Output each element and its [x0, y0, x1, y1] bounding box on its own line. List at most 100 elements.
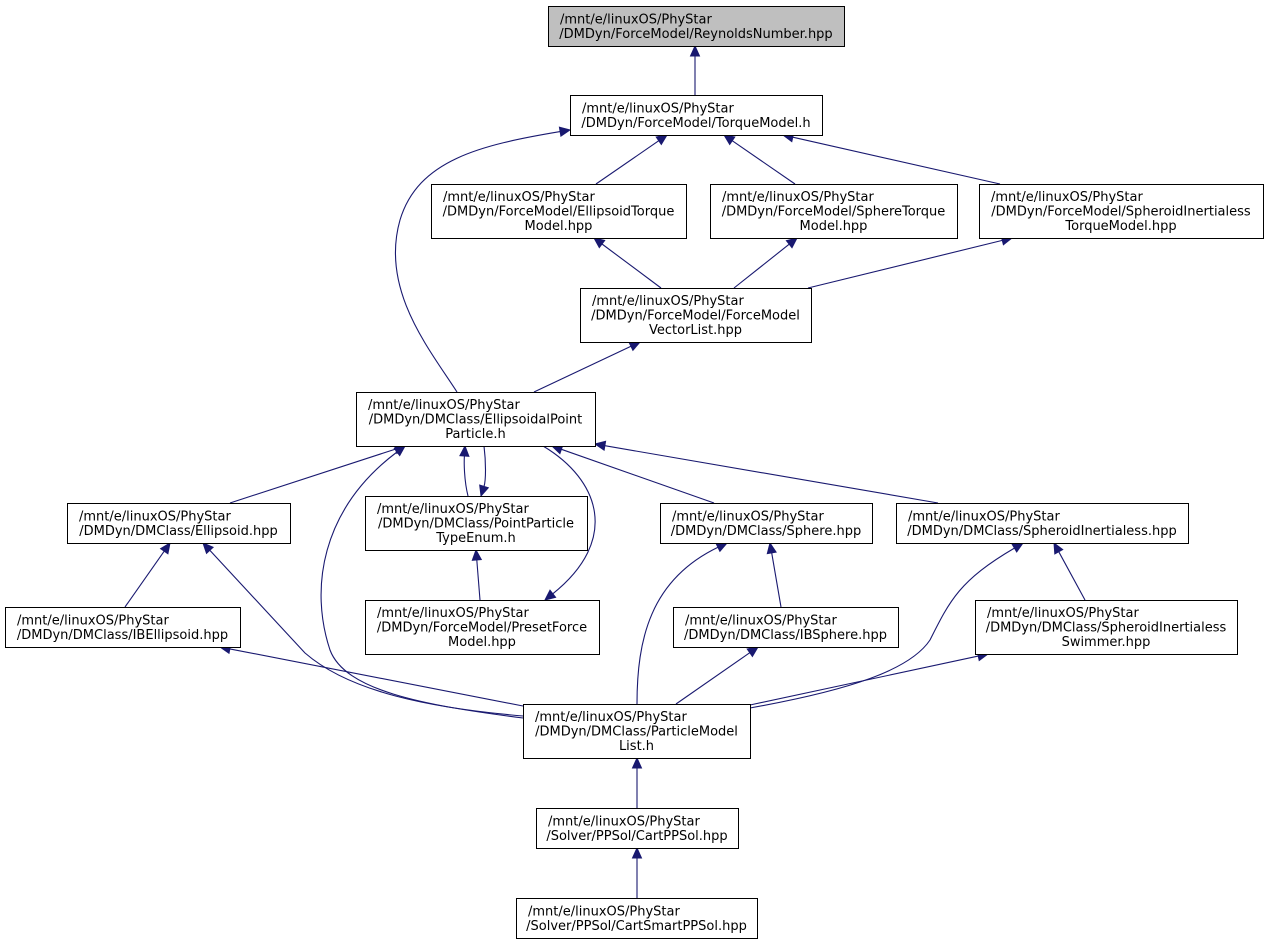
node-label-line: Swimmer.hpp	[1062, 635, 1151, 650]
node-label-line: TypeEnum.h	[435, 531, 516, 546]
node-box[interactable]	[5, 607, 241, 648]
node-label-line: /mnt/e/linuxOS/PhyStar	[991, 190, 1143, 205]
edge-line	[209, 549, 524, 717]
node-box[interactable]	[673, 607, 899, 648]
node-ellipsoidal[interactable]: /mnt/e/linuxOS/PhyStar/DMDyn/DMClass/Ell…	[356, 392, 596, 447]
node-ibellipsoid[interactable]: /mnt/e/linuxOS/PhyStar/DMDyn/DMClass/IBE…	[5, 607, 241, 648]
edge-cartsmart-to-cartppsol	[631, 846, 643, 898]
node-label-line: /Solver/PPSol/CartSmartPPSol.hpp	[526, 919, 747, 934]
node-ibsphere[interactable]: /mnt/e/linuxOS/PhyStar/DMDyn/DMClass/IBS…	[673, 607, 899, 648]
edge-ellipsoidal-to-presetforce	[542, 445, 596, 601]
node-label-line: /mnt/e/linuxOS/PhyStar	[443, 190, 595, 205]
edge-line	[533, 345, 632, 393]
node-label-line: /DMDyn/ForceModel/ReynoldsNumber.hpp	[559, 27, 832, 42]
node-label-line: /DMDyn/DMClass/IBSphere.hpp	[684, 628, 887, 643]
node-box[interactable]	[365, 600, 600, 655]
node-label-line: /DMDyn/DMClass/PointParticle	[378, 517, 574, 532]
node-cartsmart[interactable]: /mnt/e/linuxOS/PhyStar/Solver/PPSol/Cart…	[516, 898, 758, 939]
node-label-line: /mnt/e/linuxOS/PhyStar	[377, 606, 529, 621]
node-label-line: /DMDyn/DMClass/Sphere.hpp	[671, 524, 861, 539]
node-box[interactable]	[431, 184, 687, 239]
edge-spheroid-to-ellipsoidal	[593, 440, 939, 504]
node-label-line: Model.hpp	[525, 219, 593, 234]
node-box[interactable]	[660, 503, 873, 544]
node-spheretorque[interactable]: /mnt/e/linuxOS/PhyStar/DMDyn/ForceModel/…	[710, 184, 958, 239]
node-box[interactable]	[570, 95, 823, 136]
edge-particlelist-to-ibsphere	[675, 646, 759, 705]
node-cartppsol[interactable]: /mnt/e/linuxOS/PhyStar/Solver/PPSol/Cart…	[536, 808, 739, 849]
edge-line	[229, 448, 396, 504]
node-box[interactable]	[580, 288, 812, 343]
node-box[interactable]	[975, 600, 1238, 655]
edge-line	[636, 546, 719, 705]
arrow-head	[631, 846, 643, 859]
node-label-line: /mnt/e/linuxOS/PhyStar	[528, 904, 680, 919]
node-label-line: TorqueModel.hpp	[1064, 219, 1176, 234]
edge-spheroidswimmer-to-spheroid	[1053, 541, 1086, 601]
node-spheroidswimmer[interactable]: /mnt/e/linuxOS/PhyStar/DMDyn/DMClass/Sph…	[975, 600, 1238, 655]
node-forcevector[interactable]: /mnt/e/linuxOS/PhyStar/DMDyn/ForceModel/…	[580, 288, 812, 343]
node-box[interactable]	[365, 496, 588, 551]
node-label-line: /DMDyn/DMClass/ParticleModel	[535, 725, 738, 740]
node-box[interactable]	[548, 6, 845, 47]
node-box[interactable]	[710, 184, 958, 239]
arrow-head	[655, 134, 669, 146]
edge-ibellipsoid-to-ellipsoid	[124, 541, 171, 608]
node-label-line: /mnt/e/linuxOS/PhyStar	[908, 509, 1060, 524]
node-box[interactable]	[67, 503, 291, 544]
node-label-line: Model.hpp	[448, 635, 516, 650]
edge-forcevector-to-spheretorque	[733, 237, 798, 289]
node-label-line: /DMDyn/DMClass/SpheroidInertialess	[986, 621, 1227, 636]
node-presetforce[interactable]: /mnt/e/linuxOS/PhyStar/DMDyn/ForceModel/…	[365, 600, 600, 655]
node-spheroid[interactable]: /mnt/e/linuxOS/PhyStar/DMDyn/DMClass/Sph…	[896, 503, 1189, 544]
node-particlelist[interactable]: /mnt/e/linuxOS/PhyStar/DMDyn/DMClass/Par…	[523, 704, 751, 759]
arrow-head	[471, 548, 483, 561]
arrow-head	[766, 541, 777, 555]
node-label-line: Model.hpp	[800, 219, 868, 234]
node-label-line: /mnt/e/linuxOS/PhyStar	[368, 398, 520, 413]
node-box[interactable]	[536, 808, 739, 849]
node-label-line: /mnt/e/linuxOS/PhyStar	[377, 502, 529, 517]
edge-forcevector-to-spheroidtorque	[807, 235, 1014, 289]
arrow-head	[746, 646, 759, 658]
edge-ellipsoidal-to-torquemodel	[394, 126, 572, 393]
node-label-line: /DMDyn/DMClass/IBEllipsoid.hpp	[17, 628, 228, 643]
arrow-head	[593, 237, 606, 249]
arrow-head	[479, 484, 490, 498]
edge-line	[771, 552, 782, 608]
edge-line	[807, 239, 1003, 289]
node-pointtype[interactable]: /mnt/e/linuxOS/PhyStar/DMDyn/DMClass/Poi…	[365, 496, 588, 551]
edge-particlelist-to-ellipsoidal	[320, 445, 524, 719]
node-ellipsoid[interactable]: /mnt/e/linuxOS/PhyStar/DMDyn/DMClass/Ell…	[67, 503, 291, 544]
edge-line	[483, 445, 487, 487]
edge-pointtype-to-ellipsoidal	[459, 444, 470, 497]
arrow-head	[722, 134, 736, 146]
node-reynolds[interactable]: /mnt/e/linuxOS/PhyStar/DMDyn/ForceModel/…	[548, 6, 845, 47]
edge-ellipsoidal-to-forcevector	[533, 341, 642, 393]
node-box[interactable]	[523, 704, 751, 759]
edge-layer	[124, 44, 1086, 898]
edge-line	[749, 655, 979, 706]
arrow-head	[593, 440, 607, 451]
node-box[interactable]	[979, 184, 1264, 239]
edge-cartppsol-to-particlelist	[631, 756, 643, 808]
node-label-line: List.h	[619, 739, 654, 754]
edge-particlelist-to-ellipsoid	[202, 542, 524, 717]
node-label-line: /DMDyn/DMClass/Ellipsoid.hpp	[79, 524, 278, 539]
node-torquemodel[interactable]: /mnt/e/linuxOS/PhyStar/DMDyn/ForceModel/…	[570, 95, 823, 136]
node-label-line: /mnt/e/linuxOS/PhyStar	[987, 606, 1139, 621]
node-spheroidtorque[interactable]: /mnt/e/linuxOS/PhyStar/DMDyn/ForceModel/…	[979, 184, 1264, 239]
node-box[interactable]	[516, 898, 758, 939]
edge-line	[1058, 551, 1086, 601]
node-ellipsoidtorque[interactable]: /mnt/e/linuxOS/PhyStar/DMDyn/ForceModel/…	[431, 184, 687, 239]
node-box[interactable]	[896, 503, 1189, 544]
edge-torquemodel-to-reynolds	[689, 44, 701, 95]
node-label-line: /DMDyn/ForceModel/PresetForce	[377, 621, 587, 636]
node-box[interactable]	[356, 392, 596, 447]
node-label-line: /DMDyn/ForceModel/EllipsoidTorque	[443, 205, 675, 220]
node-label-line: Particle.h	[445, 427, 505, 442]
arrow-head	[785, 237, 798, 249]
arrow-head	[1053, 541, 1064, 555]
node-sphere[interactable]: /mnt/e/linuxOS/PhyStar/DMDyn/DMClass/Sph…	[660, 503, 873, 544]
node-label-line: /mnt/e/linuxOS/PhyStar	[722, 190, 874, 205]
